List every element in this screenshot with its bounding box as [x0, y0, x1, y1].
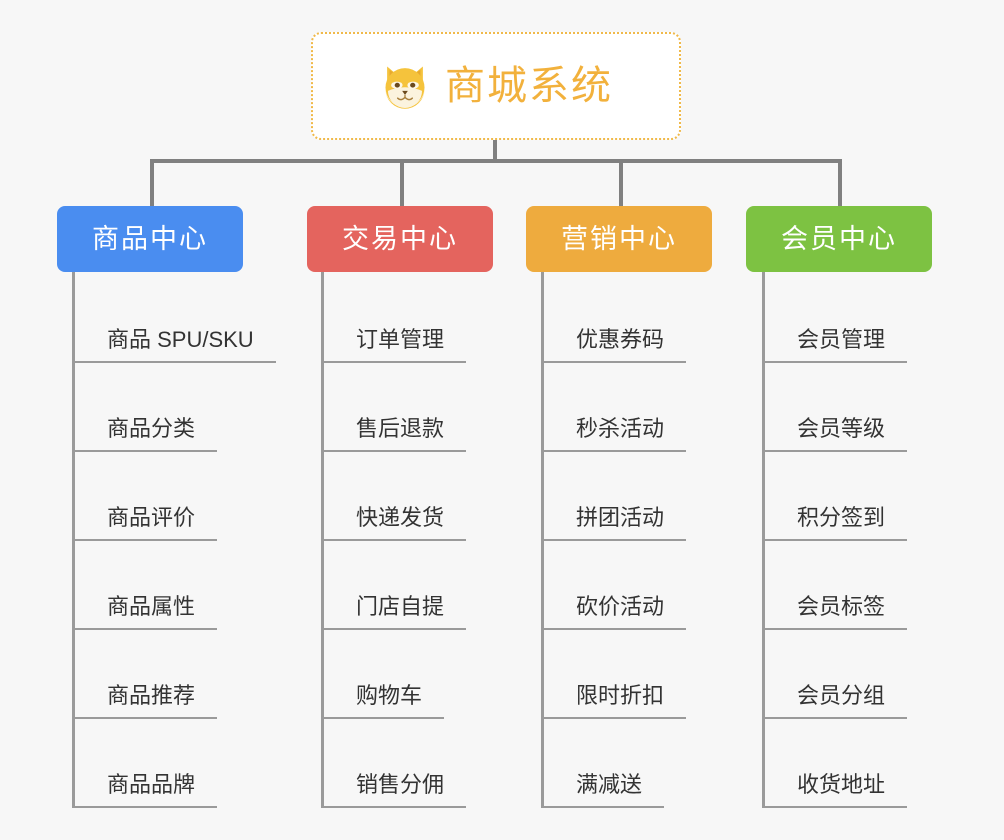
leaf-item[interactable]: 商品分类 [75, 363, 276, 452]
leaf-item[interactable]: 砍价活动 [544, 541, 712, 630]
connector-drop-1 [150, 159, 154, 207]
leaf-item[interactable]: 收货地址 [765, 719, 932, 808]
leaf-item[interactable]: 购物车 [324, 630, 493, 719]
leaf-item[interactable]: 商品属性 [75, 541, 276, 630]
leaf-item[interactable]: 商品 SPU/SKU [75, 274, 276, 363]
category-label-3: 营销中心 [561, 223, 677, 254]
branch-spine-4: 会员管理 会员等级 积分签到 会员标签 会员分组 收货地址 [762, 272, 932, 808]
leaf-label: 秒杀活动 [544, 418, 687, 452]
connector-drop-4 [838, 159, 842, 207]
leaf-label: 商品品牌 [75, 774, 218, 808]
connector-bus [150, 159, 840, 163]
leaf-item[interactable]: 订单管理 [324, 274, 493, 363]
leaf-item[interactable]: 会员分组 [765, 630, 932, 719]
leaf-item[interactable]: 会员管理 [765, 274, 932, 363]
leaf-label: 限时折扣 [544, 685, 687, 719]
category-header-2[interactable]: 交易中心 [307, 206, 493, 272]
branch-column-1: 商品中心 商品 SPU/SKU 商品分类 商品评价 商品属性 商品推荐 商品品牌 [57, 206, 276, 808]
leaf-label: 售后退款 [324, 418, 467, 452]
leaf-item[interactable]: 快递发货 [324, 452, 493, 541]
branch-spine-2: 订单管理 售后退款 快递发货 门店自提 购物车 销售分佣 [321, 272, 493, 808]
root-title: 商城系统 [445, 64, 613, 108]
leaf-item[interactable]: 会员等级 [765, 363, 932, 452]
leaf-label: 订单管理 [324, 329, 467, 363]
leaf-item[interactable]: 满减送 [544, 719, 712, 808]
connector-drop-2 [400, 159, 404, 207]
leaf-item[interactable]: 商品推荐 [75, 630, 276, 719]
leaf-label: 商品评价 [75, 507, 218, 541]
category-label-1: 商品中心 [92, 223, 208, 254]
connector-stem [493, 140, 497, 162]
leaf-item[interactable]: 门店自提 [324, 541, 493, 630]
leaf-label: 积分签到 [765, 507, 908, 541]
leaf-label: 购物车 [324, 685, 445, 719]
leaf-label: 销售分佣 [324, 774, 467, 808]
leaf-label: 商品分类 [75, 418, 218, 452]
leaf-label: 商品属性 [75, 596, 218, 630]
leaf-item[interactable]: 限时折扣 [544, 630, 712, 719]
leaf-label: 满减送 [544, 774, 665, 808]
branch-column-3: 营销中心 优惠券码 秒杀活动 拼团活动 砍价活动 限时折扣 满减送 [526, 206, 712, 808]
category-label-2: 交易中心 [342, 223, 458, 254]
category-label-4: 会员中心 [781, 223, 897, 254]
category-header-3[interactable]: 营销中心 [526, 206, 712, 272]
category-header-1[interactable]: 商品中心 [57, 206, 243, 272]
category-header-4[interactable]: 会员中心 [746, 206, 932, 272]
leaf-label: 砍价活动 [544, 596, 687, 630]
connector-drop-3 [619, 159, 623, 207]
leaf-label: 会员管理 [765, 329, 908, 363]
leaf-item[interactable]: 拼团活动 [544, 452, 712, 541]
branch-spine-1: 商品 SPU/SKU 商品分类 商品评价 商品属性 商品推荐 商品品牌 [72, 272, 276, 808]
leaf-label: 收货地址 [765, 774, 908, 808]
leaf-label: 快递发货 [324, 507, 467, 541]
leaf-label: 会员等级 [765, 418, 908, 452]
leaf-item[interactable]: 秒杀活动 [544, 363, 712, 452]
branch-column-4: 会员中心 会员管理 会员等级 积分签到 会员标签 会员分组 收货地址 [746, 206, 932, 808]
leaf-item[interactable]: 售后退款 [324, 363, 493, 452]
branch-column-2: 交易中心 订单管理 售后退款 快递发货 门店自提 购物车 销售分佣 [307, 206, 493, 808]
leaf-item[interactable]: 会员标签 [765, 541, 932, 630]
leaf-item[interactable]: 销售分佣 [324, 719, 493, 808]
root-node[interactable]: 商城系统 [311, 32, 681, 140]
leaf-label: 会员标签 [765, 596, 908, 630]
leaf-item[interactable]: 商品评价 [75, 452, 276, 541]
shiba-dog-icon [385, 66, 425, 109]
leaf-label: 会员分组 [765, 685, 908, 719]
leaf-label: 商品推荐 [75, 685, 218, 719]
leaf-label: 优惠券码 [544, 329, 687, 363]
leaf-label: 拼团活动 [544, 507, 687, 541]
leaf-label: 商品 SPU/SKU [75, 329, 276, 363]
branch-spine-3: 优惠券码 秒杀活动 拼团活动 砍价活动 限时折扣 满减送 [541, 272, 712, 808]
leaf-item[interactable]: 积分签到 [765, 452, 932, 541]
leaf-label: 门店自提 [324, 596, 467, 630]
leaf-item[interactable]: 优惠券码 [544, 274, 712, 363]
leaf-item[interactable]: 商品品牌 [75, 719, 276, 808]
